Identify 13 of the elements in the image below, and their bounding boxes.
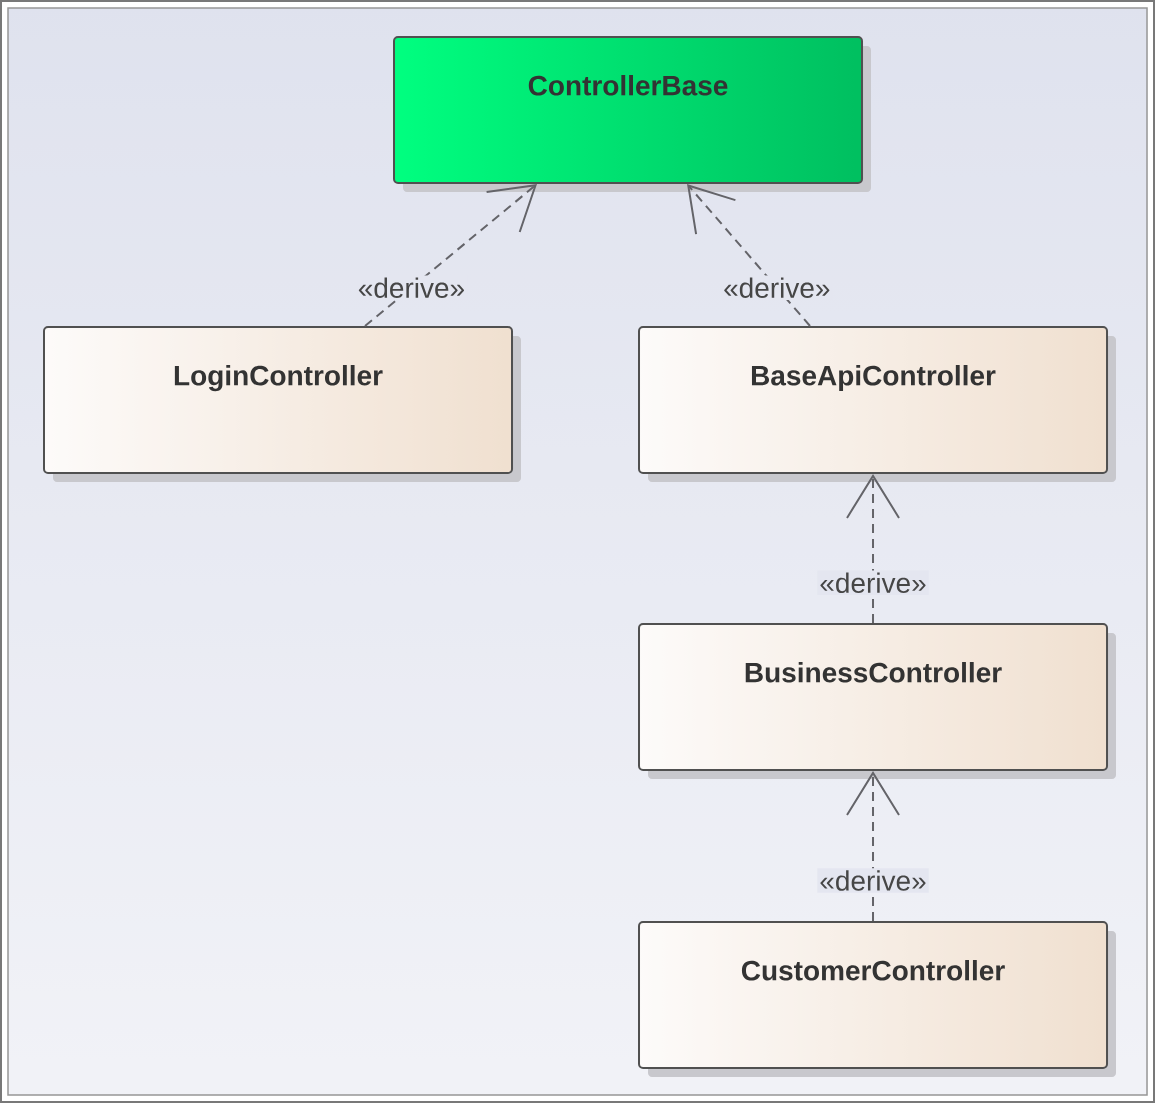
arrow xyxy=(846,474,900,624)
arrow xyxy=(846,771,900,922)
edge-label: «derive» xyxy=(817,570,929,596)
class-box: LoginController xyxy=(43,326,521,482)
class-box: BusinessController xyxy=(638,623,1116,779)
class-box: CustomerController xyxy=(638,921,1116,1077)
edge-label: «derive» xyxy=(721,275,833,300)
arrow xyxy=(364,184,537,327)
edge-label: «derive» xyxy=(355,275,468,300)
class-box: BaseApiController xyxy=(638,326,1116,482)
arrow xyxy=(687,184,811,327)
class-box: ControllerBase xyxy=(393,36,871,192)
edge-label: «derive» xyxy=(817,868,929,893)
